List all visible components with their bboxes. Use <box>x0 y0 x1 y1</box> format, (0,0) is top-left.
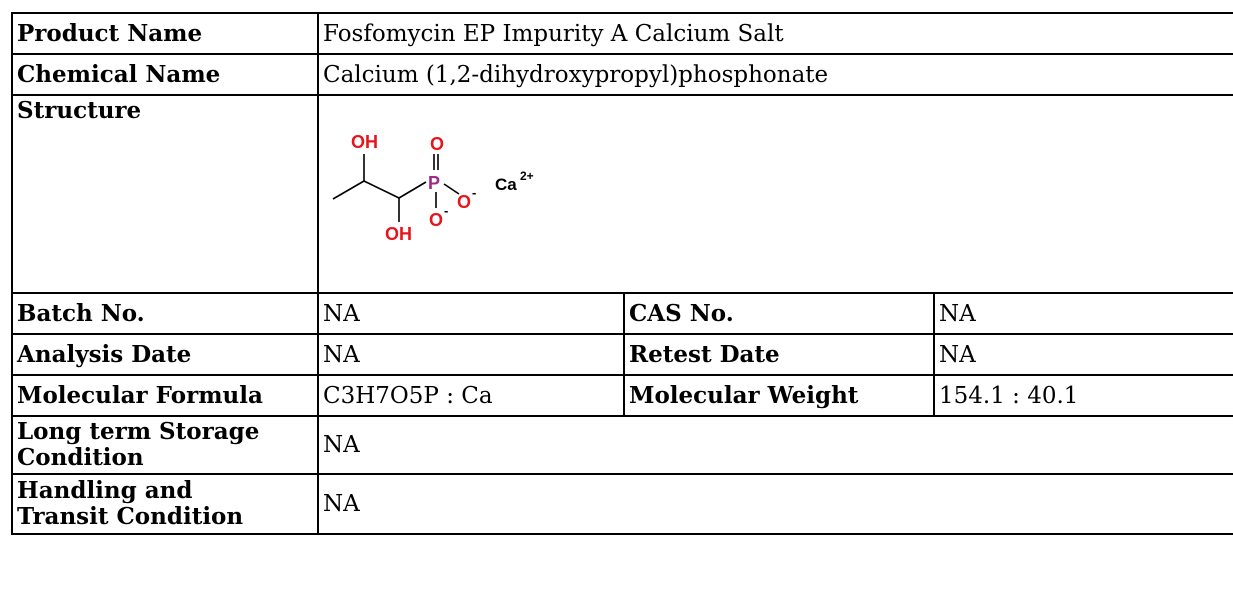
structure-svg: OH O P O - O - OH Ca 2+ <box>332 132 534 244</box>
product-name-value: Fosfomycin EP Impurity A Calcium Salt <box>316 12 1233 55</box>
atom-calcium: Ca <box>495 175 517 194</box>
handling-label-line2: Transit Condition <box>17 503 244 530</box>
row-product-name: Product Name Fosfomycin EP Impurity A Ca… <box>11 12 1233 55</box>
atom-oh-bottom: OH <box>385 224 412 244</box>
charge-minus-bottom: - <box>444 203 448 218</box>
analysis-date-value: NA <box>317 333 625 376</box>
atom-o-minus-right: O <box>457 192 471 212</box>
atom-phosphorus: P <box>428 173 440 193</box>
bond-c3-c2 <box>332 180 365 200</box>
structure-atoms: OH O P O - O - OH Ca 2+ <box>351 132 534 244</box>
chemical-structure-diagram: OH O P O - O - OH Ca 2+ <box>323 97 583 290</box>
bond-p-o-right <box>443 183 460 195</box>
chemical-name-value: Calcium (1,2-dihydroxypropyl)phosphonate <box>316 53 1233 96</box>
handling-value: NA <box>316 473 1233 535</box>
product-spec-table: Product Name Fosfomycin EP Impurity A Ca… <box>11 12 1233 535</box>
cas-no-label: CAS No. <box>623 292 935 335</box>
storage-label-line1: Long term Storage <box>17 418 260 445</box>
batch-no-label: Batch No. <box>11 292 319 335</box>
charge-minus-right: - <box>472 185 476 200</box>
retest-date-label: Retest Date <box>623 333 935 376</box>
batch-no-value: NA <box>317 292 625 335</box>
product-name-label: Product Name <box>11 12 319 55</box>
bond-c2-c1 <box>363 180 400 199</box>
calcium-charge: 2+ <box>520 169 534 183</box>
structure-bonds <box>332 154 460 222</box>
cas-no-value: NA <box>932 292 1233 335</box>
storage-label: Long term Storage Condition <box>11 415 319 475</box>
structure-label: Structure <box>11 94 319 294</box>
storage-value: NA <box>316 415 1233 475</box>
handling-label: Handling and Transit Condition <box>11 473 319 535</box>
bond-c1-p <box>398 181 427 199</box>
structure-cell: OH O P O - O - OH Ca 2+ <box>316 94 1233 294</box>
molecular-formula-label: Molecular Formula <box>11 374 319 417</box>
molecular-formula-value: C3H7O5P : Ca <box>317 374 625 417</box>
retest-date-value: NA <box>932 333 1233 376</box>
row-chemical-name: Chemical Name Calcium (1,2-dihydroxyprop… <box>11 53 1233 96</box>
atom-oh-top: OH <box>351 132 378 152</box>
analysis-date-label: Analysis Date <box>11 333 319 376</box>
molecular-weight-label: Molecular Weight <box>623 374 935 417</box>
row-handling: Handling and Transit Condition NA <box>11 473 1233 535</box>
atom-o-double: O <box>430 134 444 154</box>
handling-label-line1: Handling and <box>17 477 193 504</box>
row-structure: Structure OH <box>11 94 1233 294</box>
row-batch-cas: Batch No. NA CAS No. NA <box>11 292 1233 335</box>
molecular-weight-value: 154.1 : 40.1 <box>932 374 1233 417</box>
chemical-name-label: Chemical Name <box>11 53 319 96</box>
row-dates: Analysis Date NA Retest Date NA <box>11 333 1233 376</box>
atom-o-minus-bottom: O <box>429 210 443 230</box>
row-formula-weight: Molecular Formula C3H7O5P : Ca Molecular… <box>11 374 1233 417</box>
storage-label-line2: Condition <box>17 444 144 471</box>
row-storage: Long term Storage Condition NA <box>11 415 1233 475</box>
